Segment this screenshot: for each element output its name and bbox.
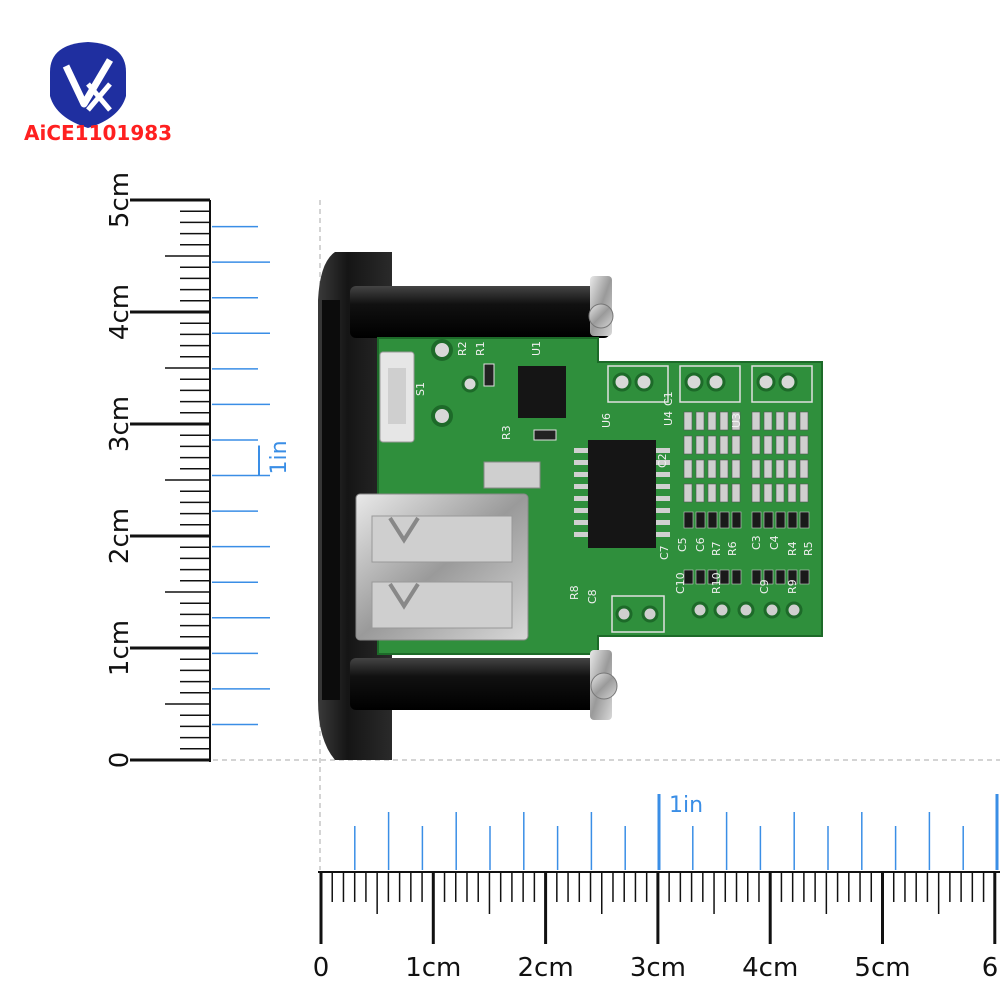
silkscreen-label: C9 — [758, 579, 771, 594]
vertical-inch-label: 1in — [267, 440, 292, 474]
silkscreen-label: R7 — [710, 541, 723, 556]
silkscreen-label: R5 — [802, 541, 815, 556]
horizontal-ruler: 0 1cm 2cm 3cm 4cm 5cm 6 1in — [313, 793, 1000, 983]
vertical-cm-label: 5cm — [105, 172, 135, 228]
silkscreen-label: C5 — [676, 537, 689, 552]
silkscreen-label: C6 — [694, 537, 707, 552]
horizontal-cm-label: 2cm — [518, 953, 574, 983]
screw-bottom — [590, 650, 618, 720]
mount-bar-bottom — [350, 658, 610, 710]
vertical-cm-label: 1cm — [105, 620, 135, 676]
horizontal-cm-label: 0 — [313, 953, 330, 983]
horizontal-cm-label: 6 — [982, 953, 999, 983]
silkscreen-label: R2 — [456, 341, 469, 356]
silkscreen-label: R1 — [474, 341, 487, 356]
brand-logo: AiCE1101983 — [24, 42, 172, 145]
chip-u1 — [518, 366, 566, 418]
silkscreen-label: C10 — [674, 572, 687, 594]
silkscreen-label: R9 — [786, 579, 799, 594]
silkscreen-label: U4 — [662, 411, 675, 426]
logo-text: AiCE1101983 — [24, 121, 172, 145]
silkscreen-label: S1 — [414, 382, 427, 396]
silkscreen-label: R6 — [726, 541, 739, 556]
silkscreen-label: C1 — [662, 391, 675, 406]
silkscreen-label: C3 — [750, 535, 763, 550]
vertical-cm-label: 2cm — [105, 508, 135, 564]
horizontal-cm-label: 5cm — [854, 953, 910, 983]
silkscreen-label: U1 — [530, 341, 543, 356]
silkscreen-label: R8 — [568, 585, 581, 600]
screw-top — [588, 276, 614, 336]
vertical-cm-label: 3cm — [105, 396, 135, 452]
silkscreen-label: C4 — [768, 535, 781, 550]
silkscreen-label: R3 — [500, 425, 513, 440]
mount-bar-top — [350, 286, 610, 338]
silkscreen-label: R10 — [710, 572, 723, 594]
silkscreen-label: R4 — [786, 541, 799, 556]
silkscreen-label: U6 — [600, 413, 613, 428]
silkscreen-label: C7 — [658, 545, 671, 560]
horizontal-cm-label: 1cm — [405, 953, 461, 983]
usb-port — [355, 493, 529, 641]
silkscreen-label: U3 — [730, 413, 743, 428]
vertical-cm-label: 0 — [105, 752, 135, 769]
horizontal-cm-label: 4cm — [742, 953, 798, 983]
vertical-ruler: 0 1cm 2cm 3cm 4cm 5cm 1in — [105, 172, 292, 768]
chip-u6 — [588, 440, 656, 548]
vertical-cm-label: 4cm — [105, 284, 135, 340]
horizontal-cm-label: 3cm — [630, 953, 686, 983]
horizontal-inch-label: 1in — [669, 793, 703, 818]
silkscreen-label: C2 — [656, 453, 669, 468]
card-socket — [483, 461, 541, 489]
silkscreen-label: C8 — [586, 589, 599, 604]
